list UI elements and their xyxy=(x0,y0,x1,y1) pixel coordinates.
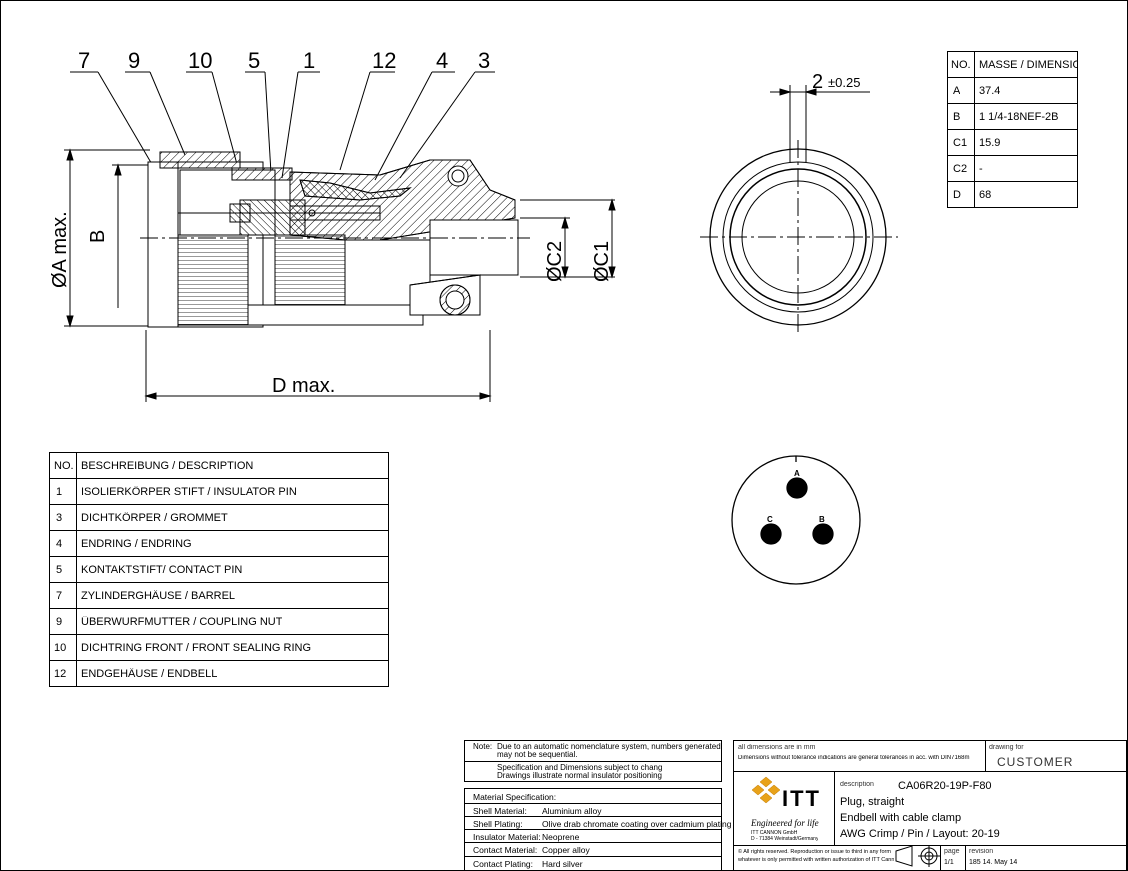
dim-table-value: 37.4 xyxy=(979,85,1001,97)
tolerance-note: Dimensions without tolerance indications… xyxy=(738,755,970,761)
dim-b-label: B xyxy=(87,230,109,243)
parts-table-description: DICHTRING FRONT / FRONT SEALING RING xyxy=(81,642,311,654)
material-key: Contact Plating: xyxy=(473,859,534,869)
parts-table-no: 9 xyxy=(56,616,63,628)
rights-line-2: whatever is only permitted with written … xyxy=(738,857,894,863)
contact-c xyxy=(760,523,782,545)
page-label: page xyxy=(944,848,960,855)
material-value: Copper alloy xyxy=(542,845,590,855)
description-line-1: Plug, straight xyxy=(840,796,905,808)
description-line-2: Endbell with cable clamp xyxy=(840,812,962,824)
dim-c1-label: ØC1 xyxy=(591,241,613,282)
part-number: CA06R20-19P-F80 xyxy=(898,780,992,792)
dim-d-label: D max. xyxy=(272,375,335,397)
note-line-2: may not be sequential. xyxy=(497,750,578,759)
callout-1: 1 xyxy=(303,48,315,73)
drawing-for-value: CUSTOMER xyxy=(997,755,1074,769)
revision-label: revision xyxy=(969,848,994,855)
contact-a-label: A xyxy=(794,469,800,478)
material-key: Shell Material: xyxy=(473,806,527,816)
callout-4: 4 xyxy=(436,48,448,73)
material-value: Aluminium alloy xyxy=(542,806,602,816)
material-value: Neoprene xyxy=(542,832,580,842)
contact-a xyxy=(786,477,808,499)
front-ring-view xyxy=(700,85,898,335)
dim-table-key: B xyxy=(953,111,961,123)
callout-12: 12 xyxy=(372,48,396,73)
callout-5: 5 xyxy=(248,48,260,73)
tolerance-value: 2 xyxy=(812,71,823,93)
dim-table-key: C2 xyxy=(953,163,968,175)
material-value: Olive drab chromate coating over cadmium… xyxy=(542,819,732,829)
parts-table-no: 4 xyxy=(56,538,63,550)
itt-logo-mark xyxy=(751,776,781,804)
parts-table-description: ISOLIERKÖRPER STIFT / INSULATOR PIN xyxy=(81,486,297,498)
contact-layout-view xyxy=(731,455,861,585)
drawing-for-label: drawing for xyxy=(989,744,1024,751)
description-label: description xyxy=(840,781,874,788)
side-view xyxy=(64,71,616,402)
dim-table-header-dimension: MASSE / DIMENSION xyxy=(979,59,1077,71)
contact-c-label: C xyxy=(767,515,773,524)
callout-3: 3 xyxy=(478,48,490,73)
parts-table-header-no: NO. xyxy=(54,460,74,472)
note-line-4: Drawings illustrate normal insulator pos… xyxy=(497,771,662,780)
parts-table-no: 1 xyxy=(56,486,63,498)
page-value: 1/1 xyxy=(944,859,954,866)
description-line-3: AWG Crimp / Pin / Layout: 20-19 xyxy=(840,828,1000,840)
parts-table-description: DICHTKÖRPER / GROMMET xyxy=(81,512,228,524)
dim-c2-label: ØC2 xyxy=(544,241,566,282)
material-value: Hard silver xyxy=(542,859,583,869)
material-title: Material Specification: xyxy=(473,792,557,802)
material-key: Insulator Material: xyxy=(473,832,541,842)
parts-table-no: 10 xyxy=(54,642,67,654)
callout-9: 9 xyxy=(128,48,140,73)
company-line-1: ITT CANNON GmbH xyxy=(751,830,798,836)
note-line-1: Due to an automatic nomenclature system,… xyxy=(497,742,721,751)
parts-table-description: ENDGEHÄUSE / ENDBELL xyxy=(81,668,218,680)
parts-table-no: 5 xyxy=(56,564,63,576)
parts-table-description: ENDRING / ENDRING xyxy=(81,538,192,550)
dim-a-label: ØA max. xyxy=(49,211,71,288)
note-label: Note: xyxy=(473,742,493,751)
contact-b xyxy=(812,523,834,545)
parts-table-header-description: BESCHREIBUNG / DESCRIPTION xyxy=(81,460,254,472)
rights-line-1: © All rights reserved. Reproduction or i… xyxy=(738,849,891,855)
parts-table-no: 12 xyxy=(54,668,67,680)
tagline: Engineered for life xyxy=(751,818,819,828)
callout-7: 7 xyxy=(78,48,90,73)
table-lines xyxy=(49,51,1127,871)
dim-table-key: A xyxy=(953,85,961,97)
units-note: all dimensions are in mm xyxy=(738,744,816,751)
dim-table-key: C1 xyxy=(953,137,968,149)
tolerance-label: ±0.25 xyxy=(828,75,860,90)
dim-table-header-no: NO. xyxy=(951,59,971,71)
dim-table-value: 15.9 xyxy=(979,137,1001,149)
callout-numbers: 7 9 10 5 1 12 4 3 xyxy=(78,48,490,73)
dim-table-value: - xyxy=(979,163,983,175)
note-line-3: Specification and Dimensions subject to … xyxy=(497,763,663,772)
material-key: Contact Material: xyxy=(473,845,538,855)
material-key: Shell Plating: xyxy=(473,819,523,829)
parts-table-no: 7 xyxy=(56,590,63,602)
revision-value: 185 14. May 14 xyxy=(969,859,1018,866)
dim-table-value: 1 1/4-18NEF-2B xyxy=(979,111,1059,123)
parts-table-description: KONTAKTSTIFT/ CONTACT PIN xyxy=(81,564,243,576)
company-line-2: D - 71384 Weinstadt/Germany xyxy=(751,836,819,842)
parts-table-description: ZYLINDERGHÄUSE / BARREL xyxy=(81,590,236,602)
itt-logo-text: ITT xyxy=(782,786,821,811)
dim-table-key: D xyxy=(953,189,961,201)
contact-b-label: B xyxy=(819,515,825,524)
dim-table-value: 68 xyxy=(979,189,992,201)
parts-table-description: ÜBERWURFMUTTER / COUPLING NUT xyxy=(81,616,283,628)
parts-table-no: 3 xyxy=(56,512,63,524)
callout-10: 10 xyxy=(188,48,212,73)
